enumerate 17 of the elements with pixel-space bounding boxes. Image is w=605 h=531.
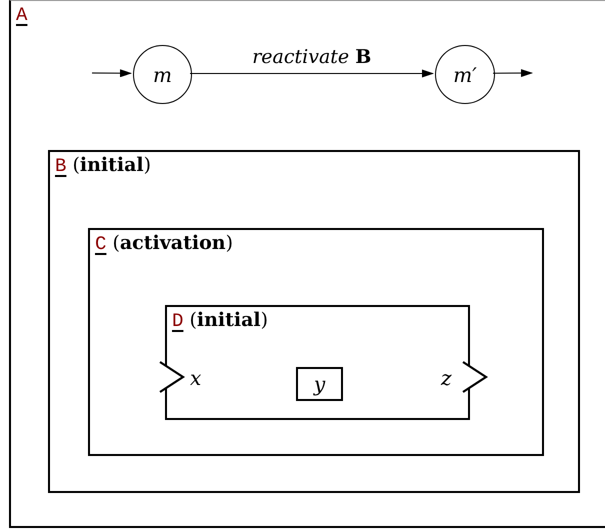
container-box — [88, 228, 544, 456]
container-heading: B (initial) — [55, 154, 152, 177]
variable-box — [296, 367, 343, 401]
variable-name: y — [314, 372, 326, 396]
container-heading: A — [16, 3, 28, 26]
container-box — [48, 150, 580, 493]
arrow — [492, 69, 533, 78]
variable-name: m — [153, 62, 172, 86]
container-box — [165, 305, 470, 420]
container-box — [9, 0, 605, 528]
port-label: x — [190, 366, 202, 390]
arrow — [92, 69, 132, 78]
variable-name: m′ — [453, 62, 477, 86]
arrow — [190, 70, 434, 78]
container-heading: D (initial) — [172, 309, 268, 332]
container-heading: C (activation) — [95, 232, 233, 255]
port-label: z — [441, 366, 452, 390]
